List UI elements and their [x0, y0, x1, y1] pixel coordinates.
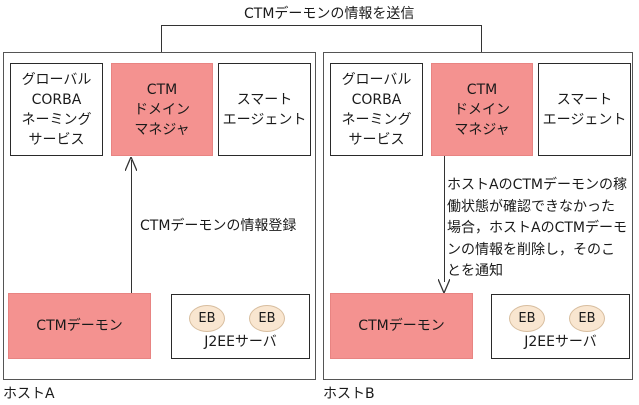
connector-line-left-vertical	[161, 25, 162, 63]
j2ee-server-label: J2EEサーバ	[204, 334, 277, 350]
ctm-daemon-box: CTMデーモン	[330, 293, 473, 359]
host-b-frame: グローバル CORBA ネーミング サービス CTM ドメイン マネジャ スマー…	[323, 52, 633, 380]
notify-flow-line	[444, 156, 445, 282]
global-corba-naming-box: グローバル CORBA ネーミング サービス	[10, 63, 103, 156]
eb-node: EB	[569, 305, 605, 332]
j2ee-server-label: J2EEサーバ	[524, 334, 597, 350]
smart-agent-box: スマート エージェント	[538, 63, 631, 156]
eb-node: EB	[189, 305, 225, 332]
connector-line-right-vertical	[481, 25, 482, 53]
top-flow-label: CTMデーモンの情報を送信	[244, 6, 415, 22]
arrowhead-up-icon	[125, 157, 137, 171]
smart-agent-box: スマート エージェント	[218, 63, 311, 156]
eb-node: EB	[249, 305, 285, 332]
connector-line-horizontal	[161, 25, 482, 26]
host-a-label: ホストA	[3, 386, 55, 402]
global-corba-naming-box: グローバル CORBA ネーミング サービス	[330, 63, 423, 156]
host-a-frame: グローバル CORBA ネーミング サービス CTM ドメイン マネジャ スマー…	[3, 52, 316, 380]
notify-flow-label: ホストAのCTMデーモンの稼 働状態が確認できなかった 場合，ホストAのCTMデ…	[447, 177, 627, 279]
ctm-domain-manager-box: CTM ドメイン マネジャ	[431, 63, 533, 156]
j2ee-server-box: EB EB J2EEサーバ	[171, 294, 310, 359]
eb-node: EB	[509, 305, 545, 332]
register-flow-label: CTMデーモンの情報登録	[140, 218, 297, 234]
j2ee-server-box: EB EB J2EEサーバ	[491, 294, 630, 359]
host-b-label: ホストB	[323, 386, 375, 402]
ctm-domain-manager-box: CTM ドメイン マネジャ	[111, 63, 213, 156]
ctm-daemon-box: CTMデーモン	[8, 293, 151, 359]
arrowhead-down-icon	[438, 279, 450, 293]
register-flow-line	[131, 160, 132, 293]
